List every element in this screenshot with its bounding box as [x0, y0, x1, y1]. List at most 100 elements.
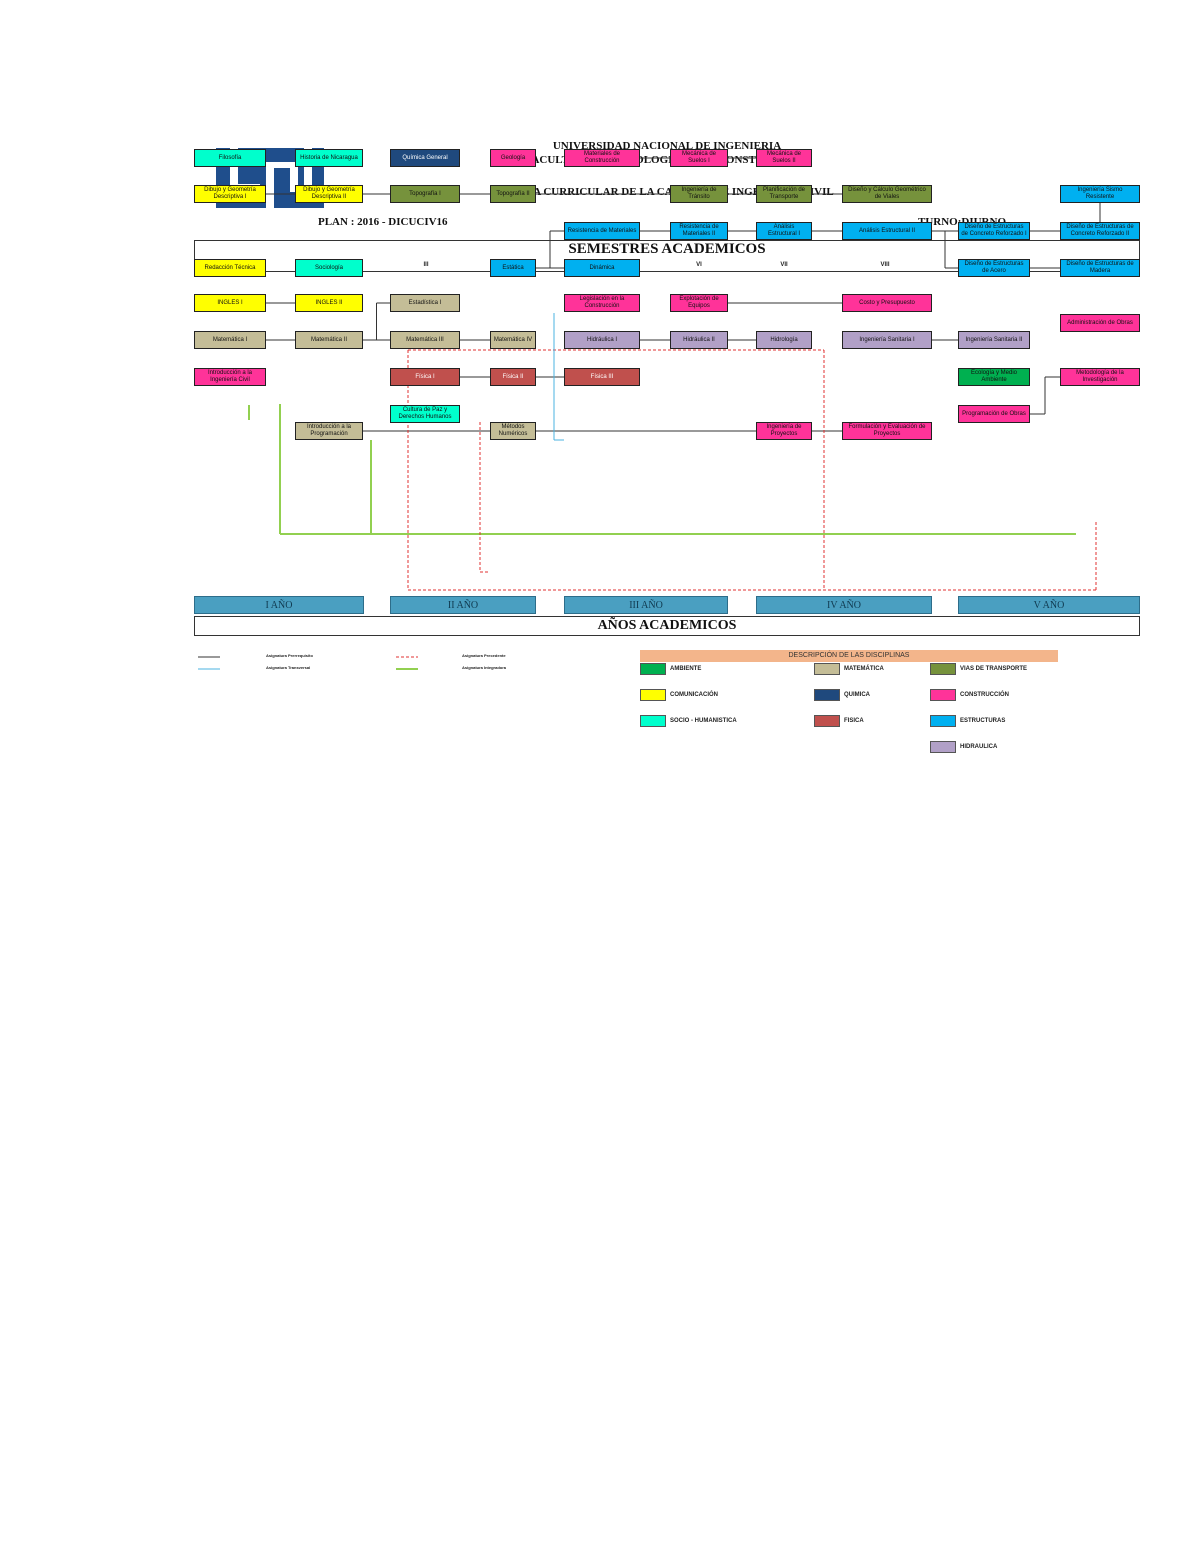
- course-sociologia: Sociología: [295, 259, 363, 277]
- year-band: II AÑO: [390, 596, 536, 614]
- legend-swatch: [930, 663, 956, 675]
- course-fisica-1: Física I: [390, 368, 460, 386]
- course-label: Filosofía: [218, 154, 242, 161]
- course-mecanica-suelos-2: Mecánica de Suelos II: [756, 149, 812, 167]
- course-label: Matemática I: [212, 336, 248, 343]
- course-madera: Diseño de Estructuras de Madera: [1060, 259, 1140, 277]
- course-label: Ecología y Medio Ambiente: [970, 370, 1018, 383]
- course-metodos-numericos: Métodos Numéricos: [490, 422, 536, 440]
- course-label: Estática: [502, 264, 524, 271]
- course-ing-sismo: Ingeniería Sismo Resistente: [1060, 185, 1140, 203]
- legend-swatch-label: MATEMÁTICA: [844, 666, 884, 672]
- legend-precedente-label: Asignatura Precedente: [462, 653, 506, 658]
- course-mecanica-suelos-1: Mecánica de Suelos I: [670, 149, 728, 167]
- legend-swatch-label: FISICA: [844, 718, 864, 724]
- course-analisis-estructural-1: Análisis Estructural I: [756, 222, 812, 240]
- legend-swatch: [930, 715, 956, 727]
- legend-integradora-label: Asignatura Integradora: [462, 665, 507, 670]
- course-resistencia-1: Resistencia de Materiales: [564, 222, 640, 240]
- legend-swatch-label: VIAS DE TRANSPORTE: [960, 666, 1028, 672]
- course-label: Redacción Técnica: [204, 264, 256, 271]
- course-label: Matemática III: [406, 336, 444, 343]
- course-intro-ing-civil: Introducción a la Ingeniería Civil: [194, 368, 266, 386]
- course-formulacion-proyectos: Formulación y Evaluación de Proyectos: [842, 422, 932, 440]
- course-label: Matemática IV: [493, 336, 533, 343]
- legend-swatch: [640, 689, 666, 701]
- course-fisica-3: Física III: [564, 368, 640, 386]
- course-analisis-estructural-2: Análisis Estructural II: [842, 222, 932, 240]
- course-resistencia-2: Resistencia de Materiales II: [670, 222, 728, 240]
- course-dibujo-1: Dibujo y Geometría Descriptiva I: [194, 185, 266, 203]
- year-band: V AÑO: [958, 596, 1140, 614]
- course-matematica-2: Matemática II: [295, 331, 363, 349]
- legend-prereq-label: Asignatura Prerrequisito: [266, 653, 313, 658]
- course-label: Administración de Obras: [1067, 319, 1133, 326]
- course-topografia-2: Topografía II: [490, 185, 536, 203]
- course-label: Formulación y Evaluación de Proyectos: [848, 424, 926, 437]
- legend-swatch: [814, 715, 840, 727]
- year-band: IV AÑO: [756, 596, 932, 614]
- course-label: Química General: [402, 154, 448, 161]
- legend-swatch-label: HIDRAULICA: [960, 744, 998, 750]
- course-intro-programacion: Introducción a la Programación: [295, 422, 363, 440]
- course-materiales-const: Materiales de Construcción: [564, 149, 640, 167]
- legend-swatch-label: COMUNICACIÓN: [670, 692, 718, 698]
- course-label: Ingeniería Sanitaria II: [965, 336, 1023, 343]
- course-label: Resistencia de Materiales: [567, 227, 637, 234]
- course-matematica-1: Matemática I: [194, 331, 266, 349]
- course-cultura-paz: Cultura de Paz y Derechos Humanos: [390, 405, 460, 423]
- legend-transversal-line: [198, 668, 220, 670]
- course-label: Física II: [502, 373, 524, 380]
- course-label: Introducción a la Ingeniería Civil: [207, 370, 253, 383]
- course-label: Ingeniería Sismo Resistente: [1077, 187, 1123, 200]
- course-label: Metodología de la Investigación: [1076, 370, 1124, 383]
- semesters-frame: [194, 240, 1140, 272]
- legend-swatch-label: ESTRUCTURAS: [960, 718, 1006, 724]
- legend-precedente-line: [396, 656, 418, 658]
- course-ecologia: Ecología y Medio Ambiente: [958, 368, 1030, 386]
- course-label: Resistencia de Materiales II: [679, 224, 719, 237]
- course-label: Análisis Estructural I: [767, 224, 800, 237]
- course-label: Hidrología: [770, 336, 798, 343]
- course-label: Ingeniería de Proyectos: [766, 424, 802, 437]
- course-legislacion: Legislación en la Construcción: [564, 294, 640, 312]
- semester-number: VII: [780, 262, 788, 268]
- course-fisica-2: Física II: [490, 368, 536, 386]
- course-label: Dinámica: [589, 264, 615, 271]
- course-label: Legislación en la Construcción: [579, 296, 625, 309]
- course-administracion: Administración de Obras: [1060, 314, 1140, 332]
- course-costos: Costo y Presupuesto: [842, 294, 932, 312]
- course-label: Programación de Obras: [962, 410, 1026, 417]
- course-label: Hidráulica II: [683, 336, 715, 343]
- course-label: Ingeniería Sanitaria I: [859, 336, 915, 343]
- course-ing-sanitaria-1: Ingeniería Sanitaria I: [842, 331, 932, 349]
- legend-swatch: [640, 715, 666, 727]
- course-historia-nic: Historia de Nicaragua: [295, 149, 363, 167]
- legend-swatch: [930, 741, 956, 753]
- legend-swatch: [640, 663, 666, 675]
- legend-swatch-label: QUIMICA: [844, 692, 870, 698]
- year-band: III AÑO: [564, 596, 728, 614]
- legend-swatch: [930, 689, 956, 701]
- course-hidraulica-2: Hidráulica II: [670, 331, 728, 349]
- course-estadistica: Estadística I: [390, 294, 460, 312]
- course-acero: Diseño de Estructuras de Acero: [958, 259, 1030, 277]
- course-label: Diseño de Estructuras de Acero: [964, 261, 1024, 274]
- course-quimica-general: Química General: [390, 149, 460, 167]
- course-matematica-4: Matemática IV: [490, 331, 536, 349]
- course-hidrologia: Hidrología: [756, 331, 812, 349]
- curriculum-sheet: UNIVERSIDAD NACIONAL DE INGENIERIA FACUL…: [166, 138, 1168, 766]
- legend-transversal-label: Asignatura Transversal: [266, 665, 311, 670]
- course-geologia: Geología: [490, 149, 536, 167]
- curriculum-title: MALLA CURRICULAR DE LA CARRERA DE INGENI…: [500, 186, 834, 198]
- course-label: Topografía I: [409, 190, 441, 197]
- course-label: Ingeniería de Tránsito: [681, 187, 717, 200]
- year-band: I AÑO: [194, 596, 364, 614]
- legend-swatch: [814, 689, 840, 701]
- course-estatica: Estática: [490, 259, 536, 277]
- legend-integradora-line: [396, 668, 418, 670]
- course-topografia-1: Topografía I: [390, 185, 460, 203]
- course-hidraulica-1: Hidráulica I: [564, 331, 640, 349]
- course-concreto-2: Diseño de Estructuras de Concreto Reforz…: [1060, 222, 1140, 240]
- course-label: Mecánica de Suelos II: [766, 151, 802, 164]
